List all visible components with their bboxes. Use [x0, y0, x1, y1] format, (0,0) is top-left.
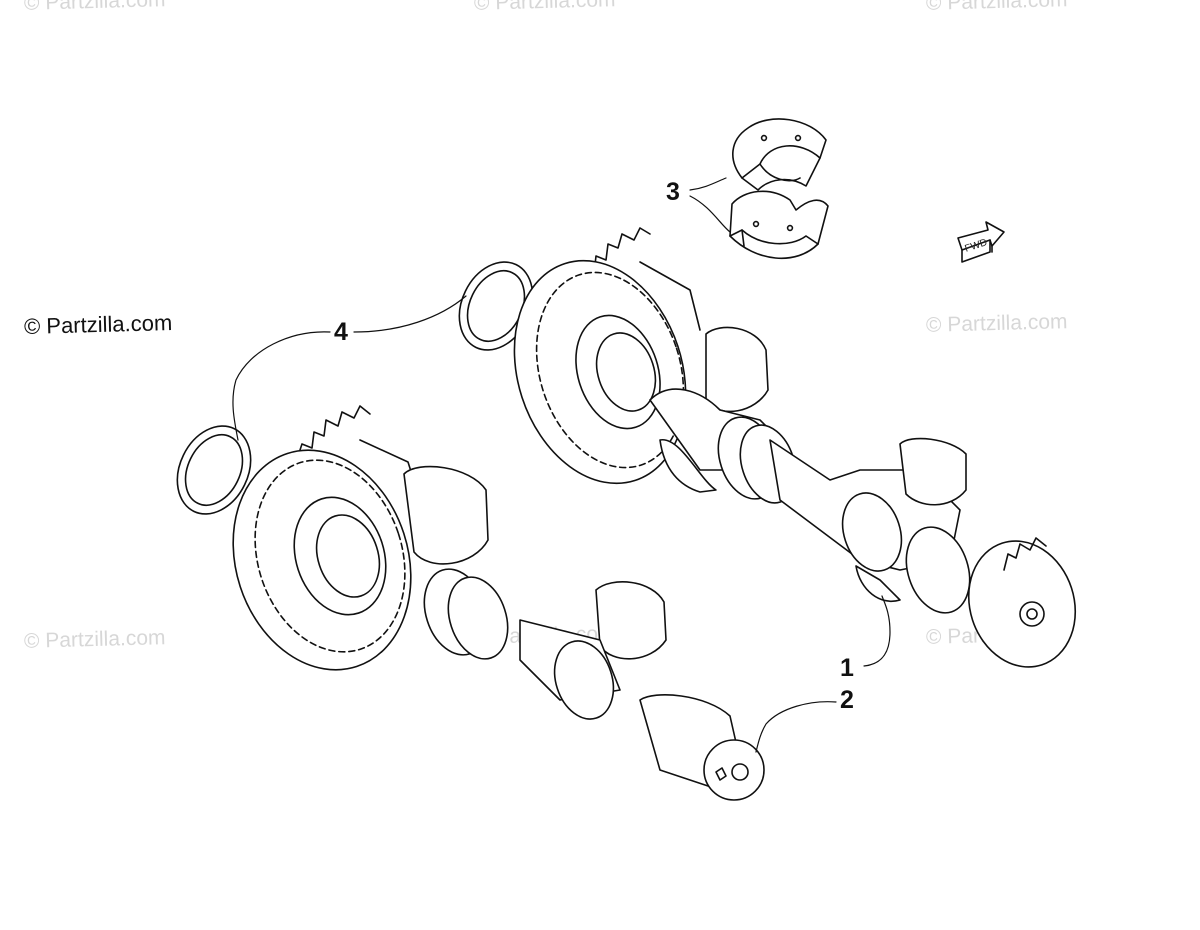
callout-1: 1 [840, 654, 854, 682]
callout-4: 4 [334, 318, 348, 346]
callout-3: 3 [666, 178, 680, 206]
camshaft-upper [513, 227, 1077, 668]
callout-2: 2 [840, 686, 854, 714]
bearing-shells [729, 118, 829, 260]
camshaft-lower [232, 405, 765, 801]
oil-seals [176, 261, 534, 515]
leader-lines [232, 177, 891, 753]
fwd-arrow-icon: FWD [957, 221, 1005, 263]
